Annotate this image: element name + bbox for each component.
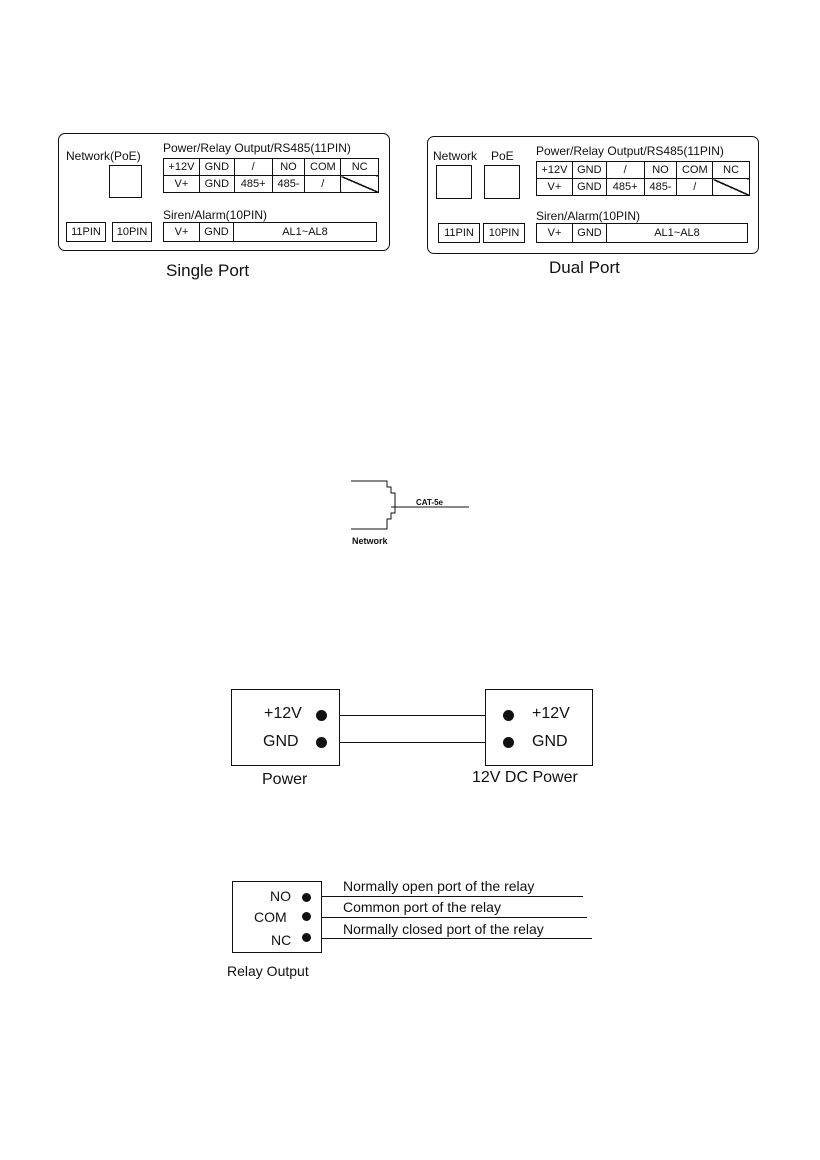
terminal-cell: V+ xyxy=(163,175,200,193)
network-port xyxy=(436,165,472,199)
rj45-port-icon xyxy=(351,480,469,530)
relay-com-label: COM xyxy=(254,909,287,925)
network-port xyxy=(109,165,142,198)
network-poe-label: Network(PoE) xyxy=(66,149,141,163)
terminal-cell: GND xyxy=(198,175,235,193)
power-terminal-table: +12V GND / NO COM NC V+ GND 485+ 485- / xyxy=(163,158,379,193)
siren-header: Siren/Alarm(10PIN) xyxy=(163,208,268,222)
single-port-caption: Single Port xyxy=(166,261,250,280)
network-label: Network xyxy=(433,149,478,163)
siren-header: Siren/Alarm(10PIN) xyxy=(536,209,641,223)
relay-nc-label: NC xyxy=(271,932,292,948)
relay-caption: Relay Output xyxy=(227,963,309,979)
terminal-cell: GND xyxy=(198,158,235,176)
terminal-cell: 485- xyxy=(643,178,678,196)
dc-12v-terminal xyxy=(503,710,514,721)
terminal-cell: GND xyxy=(572,223,607,243)
relay-nc-desc: Normally closed port of the relay xyxy=(343,921,544,937)
terminal-cell: / xyxy=(676,178,714,196)
poe-label: PoE xyxy=(491,149,514,163)
power-header: Power/Relay Output/RS485(11PIN) xyxy=(536,144,724,158)
terminal-cell-blank xyxy=(340,175,379,193)
terminal-cell: 485+ xyxy=(605,178,645,196)
terminal-cell: / xyxy=(605,161,645,179)
relay-com-desc: Common port of the relay xyxy=(343,899,501,915)
wire-12v xyxy=(340,715,485,717)
terminal-cell: AL1~AL8 xyxy=(233,222,377,242)
terminal-cell: GND xyxy=(199,222,234,242)
network-port-label: Network xyxy=(352,536,388,546)
terminal-cell: NC xyxy=(340,158,379,176)
terminal-cell: V+ xyxy=(536,223,573,243)
wire-gnd xyxy=(340,742,485,744)
pin10-box: 10PIN xyxy=(112,222,152,242)
terminal-cell: COM xyxy=(676,161,714,179)
dc-gnd-label: GND xyxy=(532,733,568,750)
pin11-box: 11PIN xyxy=(438,223,480,243)
power-gnd-label: GND xyxy=(263,733,299,750)
poe-port xyxy=(484,165,520,199)
terminal-row: V+ GND AL1~AL8 xyxy=(163,222,377,242)
terminal-row: V+ GND AL1~AL8 xyxy=(536,223,748,243)
relay-com-terminal xyxy=(302,912,311,921)
relay-com-line xyxy=(322,917,587,919)
power-caption: Power xyxy=(262,771,308,788)
terminal-cell: V+ xyxy=(163,222,200,242)
relay-nc-terminal xyxy=(302,933,311,942)
terminal-cell: GND xyxy=(571,161,607,179)
siren-terminal-table: V+ GND AL1~AL8 xyxy=(163,222,377,242)
pin11-box: 11PIN xyxy=(66,222,106,242)
power-gnd-terminal xyxy=(316,737,327,748)
terminal-cell: GND xyxy=(571,178,607,196)
power-12v-terminal xyxy=(316,710,327,721)
terminal-cell: NO xyxy=(643,161,678,179)
dc-power-caption: 12V DC Power xyxy=(472,769,578,786)
pin10-box: 10PIN xyxy=(483,223,525,243)
dual-port-panel: Network PoE Power/Relay Output/RS485(11P… xyxy=(427,136,759,254)
terminal-cell: / xyxy=(233,158,273,176)
terminal-cell: / xyxy=(304,175,342,193)
terminal-cell: NO xyxy=(271,158,306,176)
dc-12v-label: +12V xyxy=(532,705,570,722)
relay-nc-line xyxy=(322,938,592,940)
relay-no-terminal xyxy=(302,893,311,902)
terminal-cell: 485- xyxy=(271,175,306,193)
terminal-cell: NC xyxy=(712,161,750,179)
dc-power-box xyxy=(485,689,593,766)
power-box xyxy=(231,689,340,766)
terminal-row: V+ GND 485+ 485- / xyxy=(163,175,379,193)
dc-gnd-terminal xyxy=(503,737,514,748)
terminal-cell: +12V xyxy=(536,161,573,179)
power-terminal-table: +12V GND / NO COM NC V+ GND 485+ 485- / xyxy=(536,161,750,196)
power-12v-label: +12V xyxy=(264,705,302,722)
cat5e-label: CAT-5e xyxy=(416,498,443,507)
single-port-panel: Network(PoE) Power/Relay Output/RS485(11… xyxy=(58,133,390,251)
relay-box xyxy=(232,881,322,953)
terminal-cell-blank xyxy=(712,178,750,196)
terminal-row: V+ GND 485+ 485- / xyxy=(536,178,750,196)
relay-no-line xyxy=(322,896,583,898)
dual-port-caption: Dual Port xyxy=(549,258,620,277)
terminal-cell: AL1~AL8 xyxy=(606,223,748,243)
siren-terminal-table: V+ GND AL1~AL8 xyxy=(536,223,748,243)
relay-no-label: NO xyxy=(270,888,291,904)
power-header: Power/Relay Output/RS485(11PIN) xyxy=(163,141,351,155)
terminal-cell: 485+ xyxy=(233,175,273,193)
terminal-row: +12V GND / NO COM NC xyxy=(536,161,750,179)
terminal-cell: COM xyxy=(304,158,342,176)
terminal-row: +12V GND / NO COM NC xyxy=(163,158,379,176)
relay-no-desc: Normally open port of the relay xyxy=(343,878,535,894)
terminal-cell: V+ xyxy=(536,178,573,196)
terminal-cell: +12V xyxy=(163,158,200,176)
